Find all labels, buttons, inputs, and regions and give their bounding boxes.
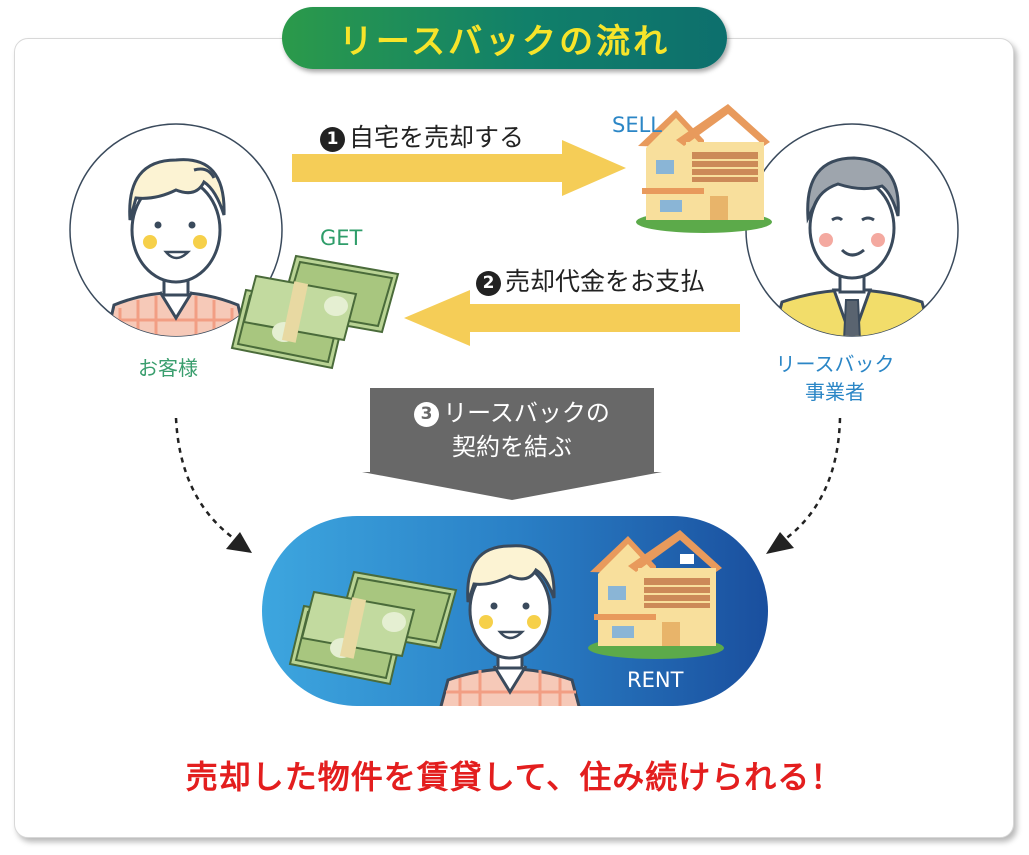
step3-line2: 契約を結ぶ <box>452 433 572 461</box>
payment-arrow <box>404 290 740 346</box>
step1-badge: 1 <box>320 127 345 152</box>
sell-arrow <box>292 140 626 196</box>
money-icon <box>230 254 400 370</box>
right-dashed-arrow <box>783 417 842 542</box>
rent-pill <box>262 516 768 706</box>
money-icon-bottom <box>288 570 458 686</box>
title-text: リースバックの流れ <box>338 21 671 62</box>
rent-label: RENT <box>627 668 684 692</box>
step3-pointer <box>362 472 662 500</box>
customer-circle <box>69 123 283 337</box>
step2-text: 売却代金をお支払 <box>505 267 706 296</box>
right-arrowhead-icon <box>766 532 794 554</box>
customer-figure <box>439 544 581 706</box>
house-icon <box>636 104 772 233</box>
company-label-line1: リースバック <box>775 352 895 376</box>
company-label-line2: 事業者 <box>805 380 865 404</box>
get-label: GET <box>320 226 363 250</box>
tagline: 売却した物件を賃貸して、住み続けられる！ <box>185 758 844 796</box>
company-label: リースバック 事業者 <box>760 350 910 406</box>
step2-badge: 2 <box>476 271 501 296</box>
title-banner: リースバックの流れ <box>282 7 727 69</box>
sell-label: SELL <box>612 113 662 137</box>
left-dashed-arrow <box>174 417 237 542</box>
customer-label: お客様 <box>138 356 198 380</box>
step3-line1: リースバックの <box>443 399 610 427</box>
step1-text: 自宅を売却する <box>349 123 525 152</box>
step3-badge: 3 <box>414 402 440 427</box>
house-icon-bottom <box>588 530 724 659</box>
company-circle <box>745 123 959 337</box>
step3-box <box>370 388 654 473</box>
left-arrowhead-icon <box>226 532 252 553</box>
